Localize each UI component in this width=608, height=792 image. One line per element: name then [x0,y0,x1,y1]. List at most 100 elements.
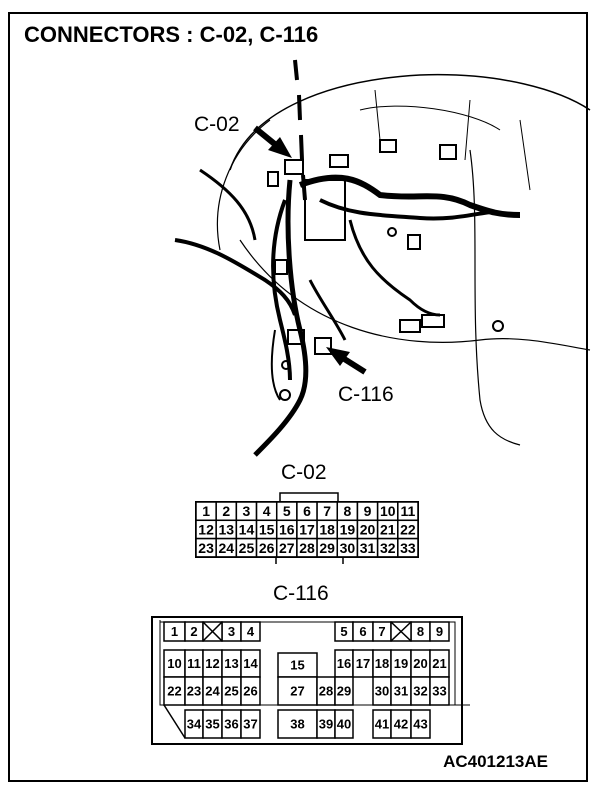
pin-number: 22 [400,521,416,537]
c02-arrow [253,125,292,158]
pin-cell [277,709,318,739]
c116-callout-label: C-116 [338,383,394,406]
pin-cell [240,621,261,642]
pin-number: 25 [239,540,255,556]
pin-number: 31 [360,540,376,556]
pin-number: 6 [359,624,366,639]
pin-number: 27 [279,540,295,556]
pin-number: 35 [205,717,219,732]
pin-cell [397,537,419,558]
pin-cell [410,709,431,739]
pin-cell [240,676,261,706]
pin-number: 32 [413,684,427,699]
pin-number: 8 [343,503,351,519]
pin-number: 12 [198,521,214,537]
pin-number: 15 [259,521,275,537]
pin-number: 17 [299,521,315,537]
pin-number: 3 [243,503,251,519]
pin-number: 38 [290,717,304,732]
pin-number: 18 [319,521,335,537]
pin-number: 31 [394,684,408,699]
pin-number: 5 [283,503,291,519]
pin-number: 14 [243,656,258,671]
pin-number: 29 [337,684,351,699]
pin-number: 11 [401,503,416,519]
c02-callout-label: C-02 [194,113,240,136]
c116-arrow [326,347,367,375]
pin-number: 26 [259,540,275,556]
pin-number: 7 [378,624,385,639]
pin-number: 8 [417,624,424,639]
pin-number: 18 [375,656,389,671]
pin-number: 40 [337,717,351,732]
pin-number: 28 [299,540,315,556]
pin-number: 14 [239,521,255,537]
pin-number: 28 [319,684,333,699]
pin-number: 39 [319,717,333,732]
pin-number: 13 [224,656,238,671]
pin-number: 9 [436,624,443,639]
pin-number: 20 [360,521,376,537]
pin-number: 24 [218,540,234,556]
diagram-title: CONNECTORS : C-02, C-116 [24,22,319,47]
pin-number: 25 [224,684,238,699]
pin-number: 9 [364,503,372,519]
pin-number: 15 [290,658,304,673]
pin-number: 4 [263,503,271,519]
pin-number: 1 [202,503,210,519]
connector-outline [151,616,463,745]
pin-number: 23 [187,684,201,699]
pin-cell [334,676,354,706]
connector-latch [279,492,339,502]
pin-number: 32 [380,540,396,556]
pin-number: 24 [205,684,220,699]
pin-number: 27 [290,684,304,699]
c02-connector-title: C-02 [281,461,327,484]
pin-number: 7 [323,503,331,519]
pin-number: 33 [400,540,416,556]
pin-number: 13 [218,521,234,537]
pin-number: 30 [375,684,389,699]
pin-number: 37 [243,717,257,732]
pin-number: 12 [205,656,219,671]
pin-number: 22 [167,684,181,699]
pin-number: 2 [190,624,197,639]
pin-number: 6 [303,503,311,519]
pin-number: 30 [340,540,356,556]
pin-number: 1 [171,624,178,639]
pin-number: 36 [224,717,238,732]
pin-number: 11 [187,656,201,671]
pin-number: 20 [413,656,427,671]
pin-number: 26 [243,684,257,699]
pin-number: 4 [247,624,255,639]
pin-number: 34 [187,717,202,732]
pin-number: 21 [432,656,446,671]
pin-number: 2 [222,503,230,519]
pin-number: 16 [337,656,351,671]
diagram-border [8,12,588,782]
pin-number: 23 [198,540,214,556]
pin-number: 17 [356,656,370,671]
pin-number: 5 [340,624,347,639]
pin-number: 16 [279,521,295,537]
pin-number: 42 [394,717,408,732]
pin-number: 19 [340,521,356,537]
pin-number: 33 [432,684,446,699]
pin-cell [429,676,450,706]
pin-cell [334,709,354,739]
pin-cell [277,676,318,706]
pin-number: 21 [380,521,396,537]
pin-number: 41 [375,717,389,732]
pin-number: 3 [228,624,235,639]
figure-code: AC401213AE [443,752,548,771]
pin-number: 10 [167,656,181,671]
pin-cell [429,621,450,642]
c116-connector-title: C-116 [273,582,329,605]
pin-cell [240,709,261,739]
pin-number: 10 [380,503,396,519]
pin-number: 19 [394,656,408,671]
